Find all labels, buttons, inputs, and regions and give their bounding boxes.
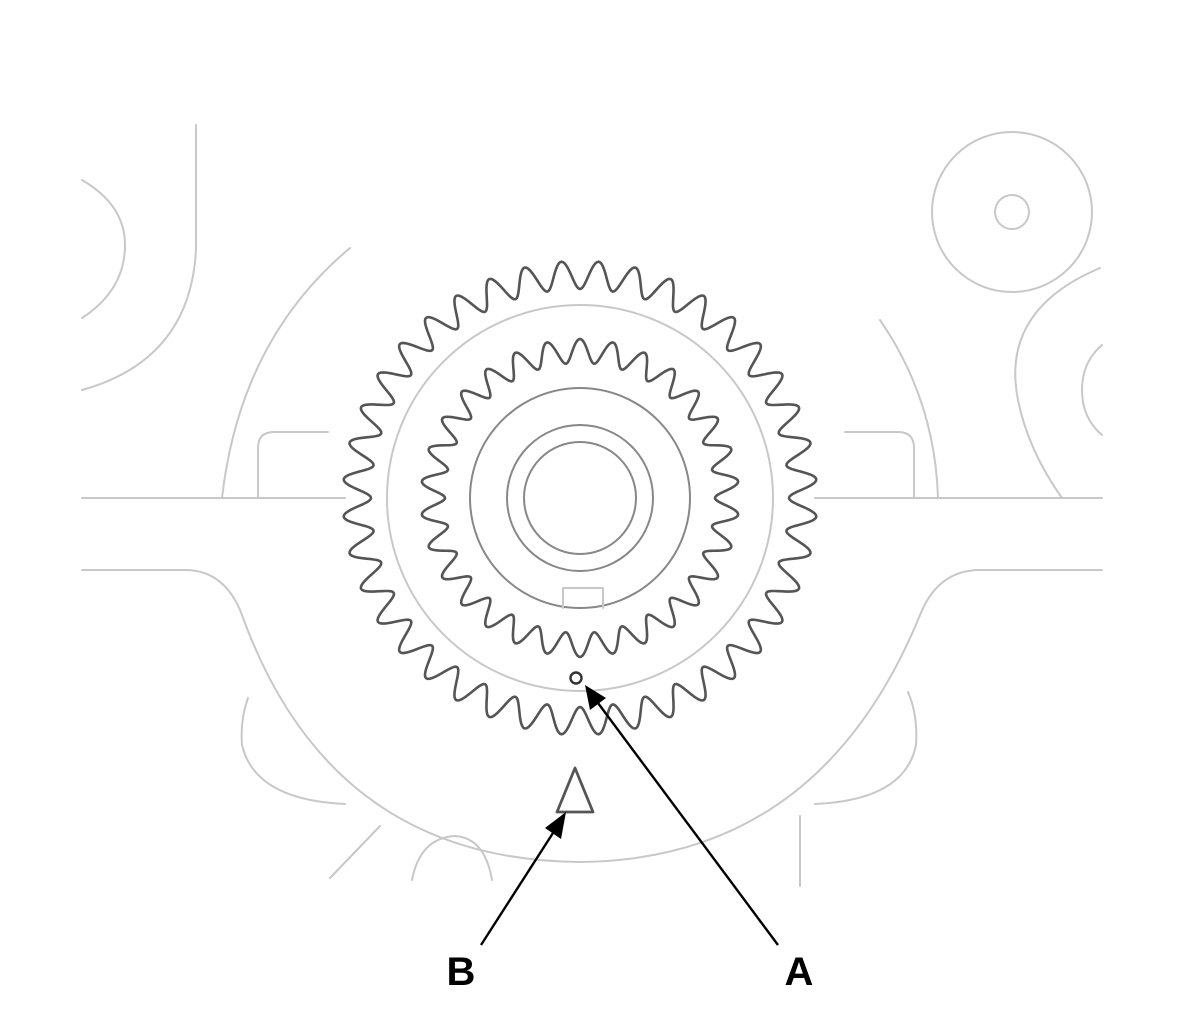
hub-mid-ring <box>506 424 654 572</box>
callout-label-a: A <box>785 950 814 994</box>
inner-timing-gear <box>420 337 740 659</box>
leader-b <box>479 812 566 946</box>
timing-mark-b-triangle <box>555 766 595 814</box>
gear-rings <box>386 304 774 692</box>
leader-a-arrowhead <box>585 685 606 710</box>
housing-outline <box>81 124 1103 887</box>
hub-outer-ring <box>469 387 691 609</box>
callout-label-b: B <box>447 950 476 994</box>
timing-mark-a <box>569 671 583 685</box>
hub-inner-ring <box>523 441 637 555</box>
outer-timing-gear <box>342 260 818 736</box>
leader-a <box>585 685 779 946</box>
leader-b-arrowhead <box>545 812 566 839</box>
